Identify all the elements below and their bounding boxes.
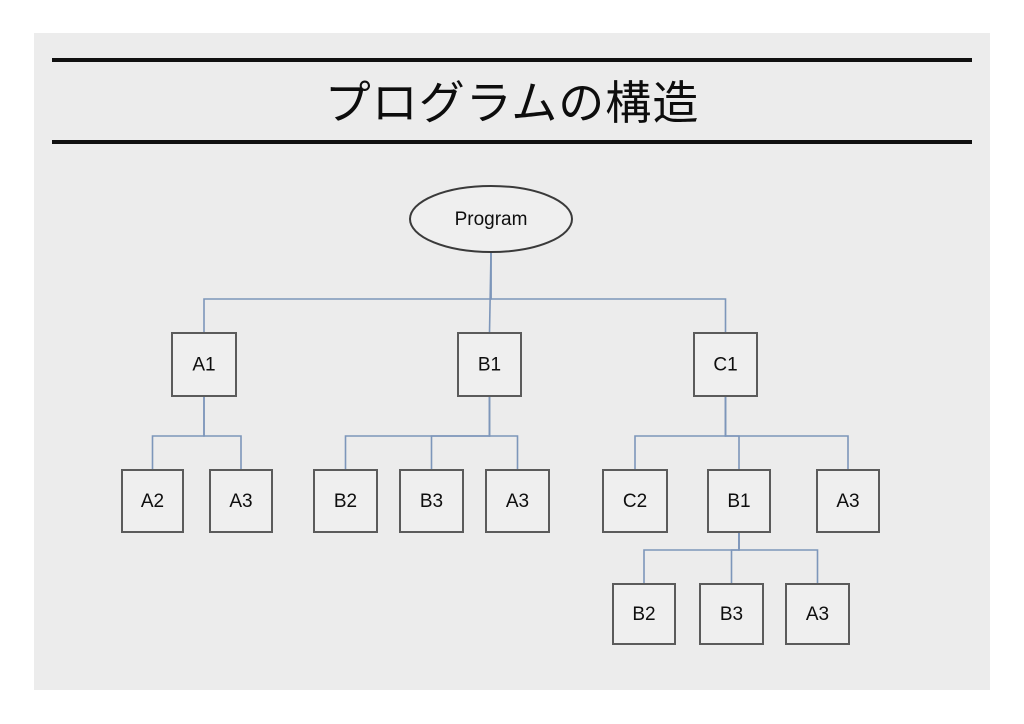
node-box-shape[interactable] (602, 469, 668, 533)
tree-node-b1-a3[interactable]: A3 (485, 469, 550, 533)
root-ellipse-shape[interactable] (409, 185, 573, 253)
tree-edge (634, 396, 727, 470)
node-box-shape[interactable] (457, 332, 522, 397)
tree-node-c1-b1[interactable]: B1 (707, 469, 771, 533)
node-box-shape[interactable] (816, 469, 880, 533)
node-label-c1-a3: A3 (836, 491, 859, 512)
title-block: プログラムの構造 (52, 58, 972, 148)
tree-node-c1-b1-b3[interactable]: B3 (699, 583, 764, 645)
node-box-shape[interactable] (485, 469, 550, 533)
tree-node-c1-b1-b2[interactable]: B2 (612, 583, 676, 645)
node-label-c1: C1 (713, 355, 737, 376)
node-box-shape[interactable] (171, 332, 237, 397)
tree-edge (490, 252, 727, 333)
node-label-c1-b1: B1 (727, 491, 750, 512)
page-title: プログラムの構造 (324, 77, 700, 129)
node-label-a1: A1 (192, 355, 215, 376)
node-box-shape[interactable] (399, 469, 464, 533)
node-box-shape[interactable] (612, 583, 676, 645)
node-box-shape[interactable] (209, 469, 273, 533)
node-box-shape[interactable] (785, 583, 850, 645)
tree-edge (724, 396, 849, 470)
tree-edge (488, 396, 519, 470)
node-label-b1-a3: A3 (506, 491, 529, 512)
tree-edge (730, 532, 740, 584)
tree-node-b1-b2[interactable]: B2 (313, 469, 378, 533)
tree-edge (203, 396, 242, 470)
tree-edge (643, 532, 740, 584)
title-rule-bottom (52, 140, 972, 144)
tree-node-a1-a2[interactable]: A2 (121, 469, 184, 533)
tree-node-c1-c2[interactable]: C2 (602, 469, 668, 533)
tree-node-root[interactable]: Program (409, 185, 573, 253)
node-label-c1-b1-a3: A3 (806, 604, 829, 625)
node-box-shape[interactable] (313, 469, 378, 533)
edge-layer (151, 251, 849, 584)
tree-node-b1-b3[interactable]: B3 (399, 469, 464, 533)
tree-edge (430, 396, 491, 470)
node-box-shape[interactable] (699, 583, 764, 645)
tree-node-b1[interactable]: B1 (457, 332, 522, 397)
tree-edge (203, 252, 492, 333)
tree-node-a1-a3[interactable]: A3 (209, 469, 273, 533)
node-label-c1-c2: C2 (623, 491, 647, 512)
node-label-c1-b1-b3: B3 (720, 604, 743, 625)
node-box-shape[interactable] (121, 469, 184, 533)
node-label-a1-a2: A2 (141, 491, 164, 512)
node-label-c1-b1-b2: B2 (632, 604, 655, 625)
tree-node-c1-b1-a3[interactable]: A3 (785, 583, 850, 645)
node-label-b1: B1 (478, 355, 501, 376)
tree-node-c1[interactable]: C1 (693, 332, 758, 397)
node-label-b1-b2: B2 (334, 491, 357, 512)
node-box-shape[interactable] (693, 332, 758, 397)
node-label-a1-a3: A3 (229, 491, 252, 512)
tree-edge (151, 396, 205, 470)
tree-node-c1-a3[interactable]: A3 (816, 469, 880, 533)
tree-node-a1[interactable]: A1 (171, 332, 237, 397)
root-node-label: Program (455, 209, 528, 230)
title-rule-top (52, 58, 972, 62)
node-label-b1-b3: B3 (420, 491, 443, 512)
tree-edge (724, 396, 740, 470)
tree-edge (344, 396, 491, 470)
node-box-shape[interactable] (707, 469, 771, 533)
tree-edge (738, 532, 819, 584)
